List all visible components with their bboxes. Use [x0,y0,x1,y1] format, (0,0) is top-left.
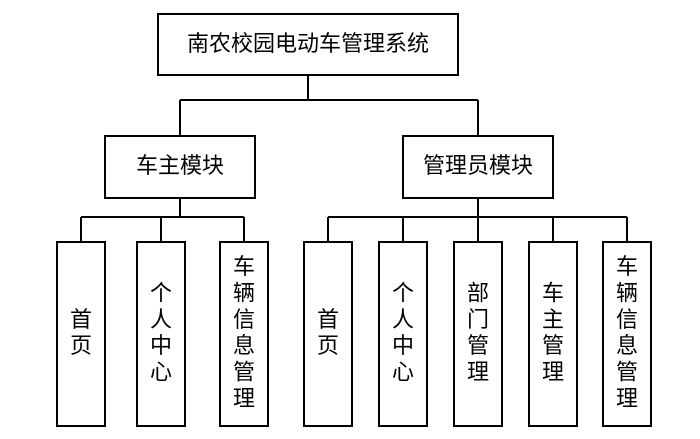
owner-leaf-profile-label: 个人中心 [150,281,172,385]
admin-leaf-profile-label: 个人中心 [392,281,414,385]
admin-leaf-home-label: 首页 [317,308,339,359]
owner-leaf-home-label: 首页 [70,308,92,359]
connector-lines [80,75,628,242]
owner-leaf-vehicle-info-label: 车辆信息管理 [233,255,255,412]
admin-leaf-profile: 个人中心 [378,241,428,427]
owner-module-label: 车主模块 [136,154,224,179]
admin-leaf-home: 首页 [303,241,353,427]
admin-leaf-owner-management-label: 车主管理 [542,281,564,385]
owner-leaf-profile: 个人中心 [136,241,186,427]
admin-leaf-vehicle-info: 车辆信息管理 [602,241,652,427]
owner-leaf-home: 首页 [56,241,106,427]
admin-leaf-owner-management: 车主管理 [528,241,578,427]
root-node: 南农校园电动车管理系统 [157,13,459,76]
admin-leaf-vehicle-info-label: 车辆信息管理 [616,255,638,412]
admin-module-label: 管理员模块 [423,154,533,179]
admin-leaf-department-label: 部门管理 [467,281,489,385]
owner-leaf-vehicle-info: 车辆信息管理 [219,241,269,427]
owner-module-node: 车主模块 [104,135,256,199]
root-node-label: 南农校园电动车管理系统 [187,32,429,57]
admin-leaf-department: 部门管理 [453,241,503,427]
admin-module-node: 管理员模块 [402,135,554,199]
